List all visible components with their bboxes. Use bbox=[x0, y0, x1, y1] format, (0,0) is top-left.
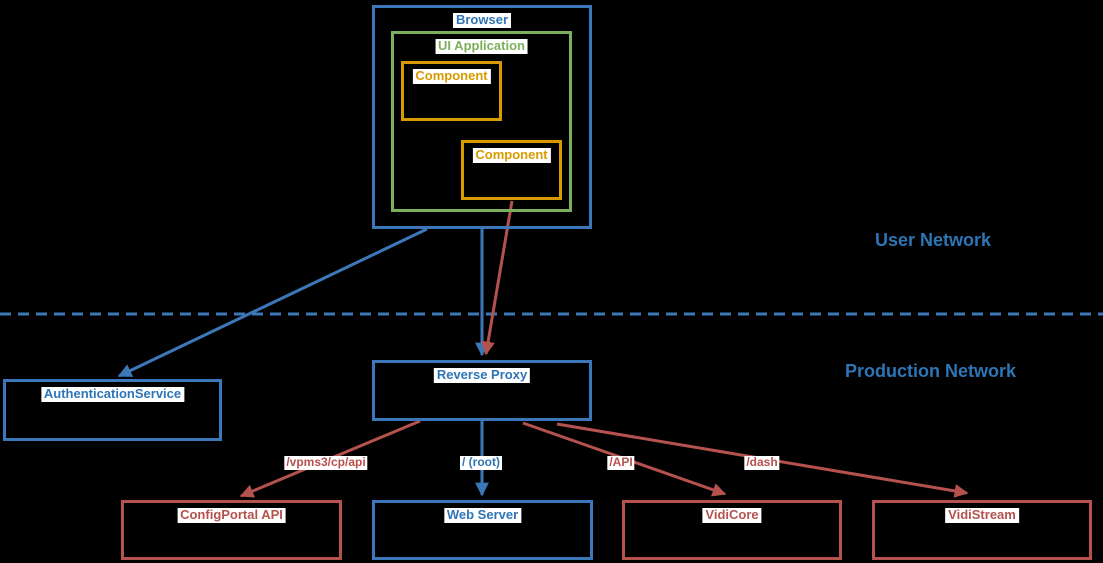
node-browser-label: Browser bbox=[452, 12, 512, 28]
node-authentication-service-label: AuthenticationService bbox=[40, 386, 185, 402]
edge-label-vpms3-cp-api: /vpms3/cp/api bbox=[284, 455, 368, 470]
node-vidicore-label: VidiCore bbox=[702, 507, 762, 523]
user-network-label: User Network bbox=[875, 230, 992, 250]
node-web-server-label: Web Server bbox=[443, 507, 522, 523]
edge-browser-to-auth-service bbox=[117, 227, 428, 378]
node-configportal-api: ConfigPortal API bbox=[121, 500, 342, 560]
node-web-server: Web Server bbox=[372, 500, 593, 560]
node-vidistream: VidiStream bbox=[872, 500, 1092, 560]
node-component-1: Component bbox=[401, 61, 502, 121]
node-ui-application: UI Application bbox=[391, 31, 572, 212]
edge-label-api: /API bbox=[607, 455, 635, 470]
node-component-1-label: Component bbox=[412, 68, 491, 84]
node-vidicore: VidiCore bbox=[622, 500, 842, 560]
production-network-label: Production Network bbox=[845, 361, 1017, 381]
edge-label-root: / (root) bbox=[460, 455, 502, 470]
node-ui-application-label: UI Application bbox=[435, 38, 528, 54]
node-browser: Browser bbox=[372, 5, 592, 229]
node-configportal-api-label: ConfigPortal API bbox=[177, 507, 286, 523]
node-authentication-service: AuthenticationService bbox=[3, 379, 222, 441]
node-vidistream-label: VidiStream bbox=[945, 507, 1019, 523]
node-component-2-label: Component bbox=[472, 147, 551, 163]
node-reverse-proxy: Reverse Proxy bbox=[372, 360, 592, 421]
node-component-2: Component bbox=[461, 140, 562, 200]
node-reverse-proxy-label: Reverse Proxy bbox=[433, 367, 531, 383]
edge-label-dash: /dash bbox=[744, 455, 780, 470]
